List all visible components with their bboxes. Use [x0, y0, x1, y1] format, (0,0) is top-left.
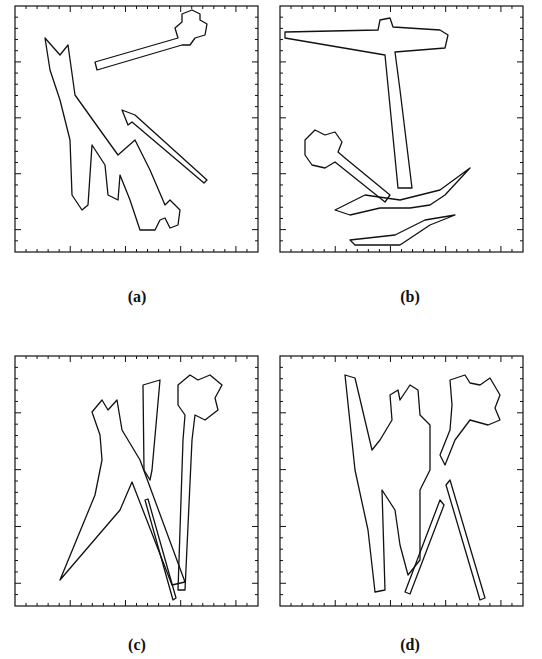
panel-label: (c): [128, 636, 146, 654]
tool-outline: [60, 400, 185, 585]
tool-outline: [335, 168, 470, 215]
tool-outline: [45, 38, 180, 230]
tool-outline: [285, 18, 448, 188]
tool-outline: [405, 500, 444, 594]
tick-marks: [15, 6, 258, 252]
tool-outline: [145, 499, 176, 600]
tool-outline: [178, 375, 222, 590]
tool-outline: [440, 375, 500, 465]
tool-outline: [95, 10, 207, 70]
tool-outline: [350, 215, 455, 245]
plot-frame: [280, 356, 523, 606]
tick-marks: [15, 356, 258, 606]
tool-outline: [305, 130, 390, 202]
panel-label: (d): [400, 636, 420, 654]
tool-outline: [143, 380, 160, 480]
tick-marks: [280, 6, 523, 252]
panel-label: (a): [128, 288, 147, 306]
plot-frame: [15, 356, 258, 606]
tool-outline: [122, 110, 207, 183]
plot-frame: [15, 6, 258, 252]
tool-outline: [446, 480, 485, 600]
tick-marks: [280, 356, 523, 606]
plot-frame: [280, 6, 523, 252]
panel-label: (b): [400, 288, 420, 306]
